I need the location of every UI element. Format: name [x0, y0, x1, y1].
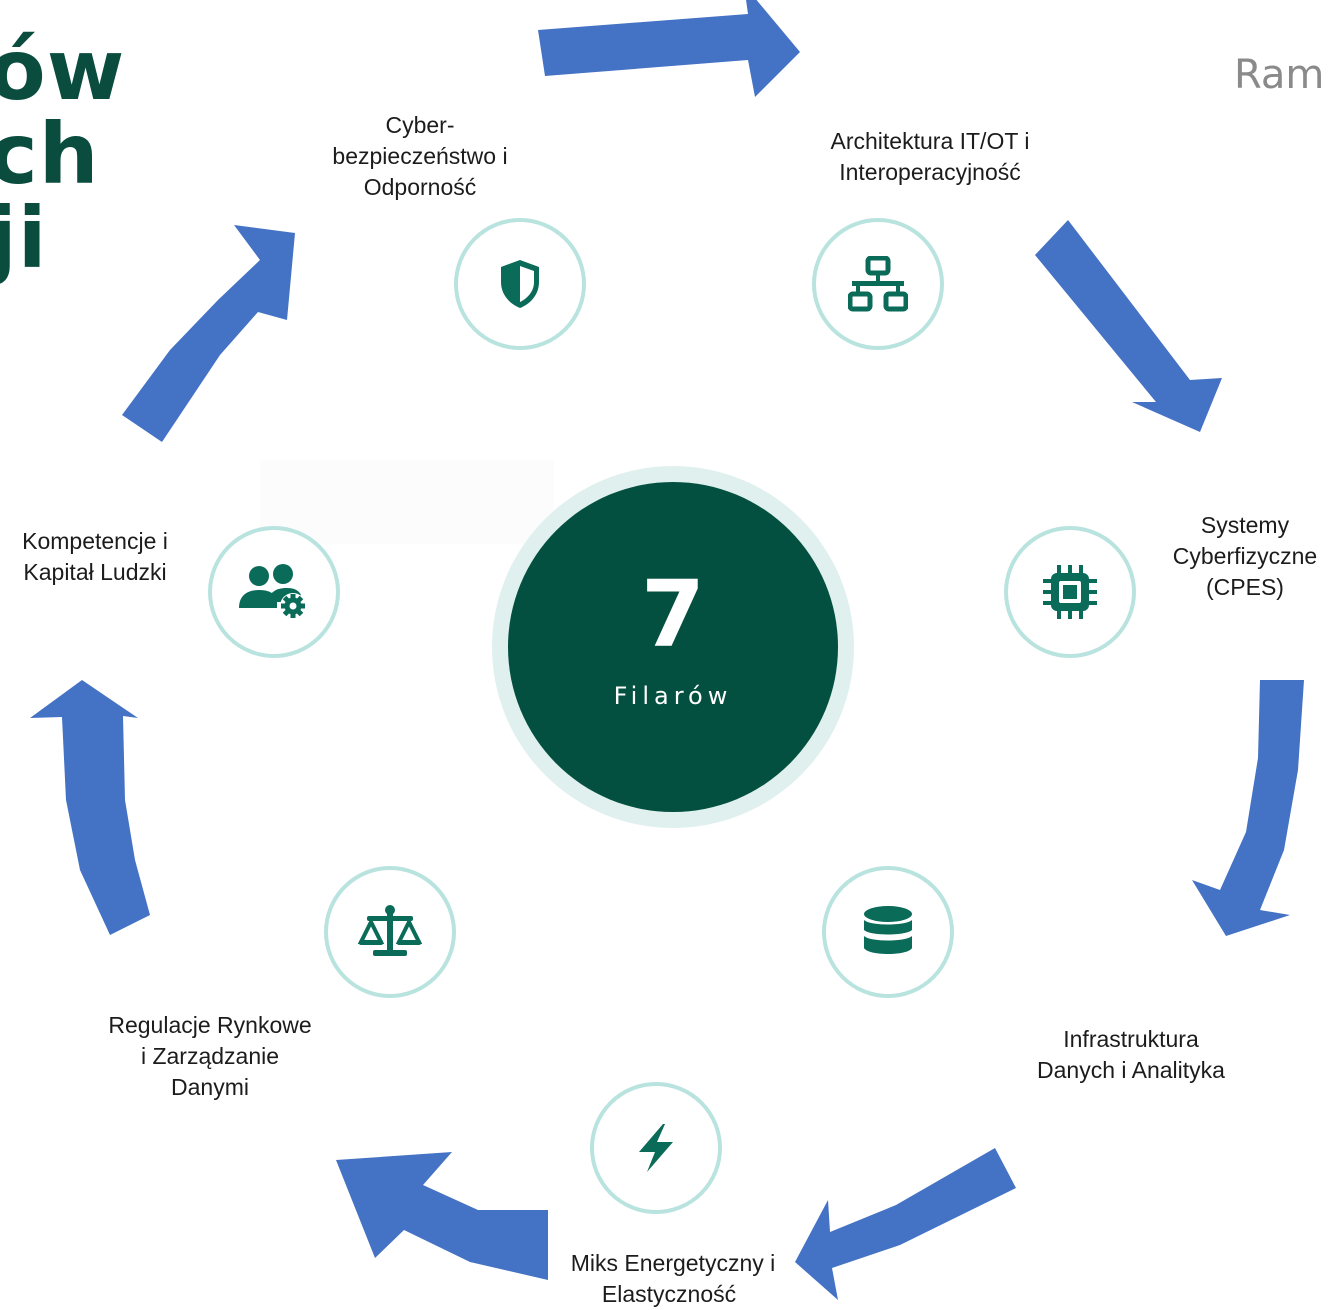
pillar-label-cybersecurity: Cyber- bezpieczeństwo i Odporność — [332, 112, 508, 200]
scales-icon — [357, 905, 423, 956]
arrow-top-right — [1035, 220, 1222, 432]
shield-icon — [501, 260, 539, 308]
pillar-icon-competences — [208, 526, 340, 658]
people-gear-icon — [239, 564, 306, 619]
arrow-right — [1192, 680, 1304, 936]
pillar-label-data-infrastructure: Infrastruktura Danych i Analityka — [1037, 1026, 1225, 1083]
pillar-icon-cybersecurity — [454, 218, 586, 350]
placeholder-box — [260, 460, 554, 544]
database-icon — [864, 906, 912, 954]
page-title-fragment: ów ch ji — [0, 21, 126, 287]
arrow-left — [30, 680, 150, 935]
subtitle-fragment: Ram — [1234, 52, 1325, 98]
center-label: Filarów — [613, 682, 733, 710]
pillar-icon-data-infrastructure — [822, 866, 954, 998]
arrow-top — [538, 0, 800, 97]
pillar-icon-energy-mix — [590, 1082, 722, 1214]
pillar-label-cpes: Systemy Cyberfizyczne (CPES) — [1172, 512, 1318, 600]
arrow-top-left — [122, 225, 295, 442]
pillar-label-energy-mix: Miks Energetyczny i Elastyczność — [548, 1248, 794, 1310]
pillar-label-it-ot-architecture: Architektura IT/OT i Interoperacyjność — [830, 128, 1030, 185]
center-number: 7 — [640, 561, 705, 668]
arrow-bottom — [336, 1152, 548, 1280]
pillar-label-energy-mix-text: Miks Energetyczny i Elastyczność — [566, 1250, 776, 1307]
center-circle — [508, 482, 838, 812]
lightning-icon — [639, 1124, 673, 1172]
network-icon — [848, 256, 908, 312]
pillar-icon-it-ot-architecture — [812, 218, 944, 350]
arrow-bottom-right — [795, 1148, 1016, 1300]
pillar-icon-cpes — [1004, 526, 1136, 658]
pillar-label-market-regulation: Regulacje Rynkowe i Zarządzanie Danymi — [108, 1012, 312, 1100]
pillar-label-competences: Kompetencje i Kapitał Ludzki — [22, 528, 168, 585]
chip-icon — [1043, 565, 1097, 619]
pillar-icon-market-regulation — [324, 866, 456, 998]
